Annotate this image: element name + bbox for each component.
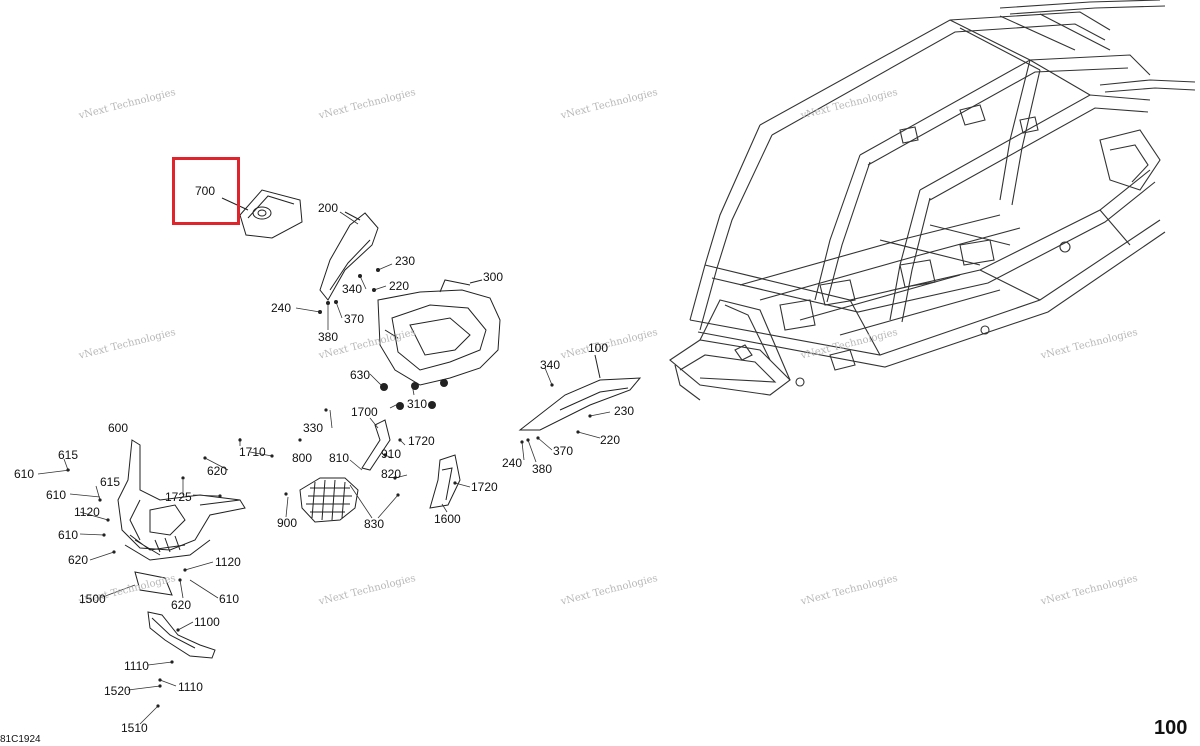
callout-830[interactable]: 830 [364, 517, 385, 531]
callout-600[interactable]: 600 [108, 421, 129, 435]
callout-1520[interactable]: 1520 [104, 684, 131, 698]
callout-620[interactable]: 620 [68, 553, 89, 567]
part-100-drawing [518, 354, 642, 431]
callout-800[interactable]: 800 [292, 451, 313, 465]
callout-1100[interactable]: 1100 [194, 615, 220, 629]
callout-230[interactable]: 230 [395, 254, 416, 268]
callout-910[interactable]: 910 [381, 447, 402, 461]
callout-1700[interactable]: 1700 [351, 405, 378, 419]
page-number: 100 [1154, 717, 1188, 739]
callout-610[interactable]: 610 [219, 592, 240, 606]
callout-900[interactable]: 900 [277, 516, 298, 530]
callout-340[interactable]: 340 [540, 358, 561, 372]
callout-820[interactable]: 820 [381, 467, 402, 481]
callout-610[interactable]: 610 [14, 467, 35, 481]
callout-620[interactable]: 620 [207, 464, 228, 478]
part-1100-drawing [147, 611, 216, 659]
part-1500-drawing [134, 571, 173, 596]
callout-240[interactable]: 240 [271, 301, 292, 315]
callout-700[interactable]: 700 [195, 184, 216, 198]
callout-380[interactable]: 380 [318, 330, 339, 344]
callout-310[interactable]: 310 [407, 397, 428, 411]
callout-1725[interactable]: 1725 [165, 490, 192, 504]
callout-1510[interactable]: 1510 [121, 721, 148, 735]
callout-220[interactable]: 220 [389, 279, 410, 293]
part-800-drawing [299, 477, 359, 523]
callout-610[interactable]: 610 [46, 488, 67, 502]
part-200-drawing [319, 211, 379, 301]
callout-200[interactable]: 200 [318, 201, 339, 215]
callout-340[interactable]: 340 [342, 282, 363, 296]
callout-100[interactable]: 100 [588, 341, 609, 355]
part-700-drawing [221, 189, 303, 239]
callout-615[interactable]: 615 [100, 475, 121, 489]
callout-330[interactable]: 330 [303, 421, 324, 435]
callout-1120[interactable]: 1120 [215, 555, 241, 569]
callout-240[interactable]: 240 [502, 456, 523, 470]
callout-1600[interactable]: 1600 [434, 512, 461, 526]
callout-1720[interactable]: 1720 [408, 434, 435, 448]
callout-230[interactable]: 230 [614, 404, 635, 418]
part-300-drawing [377, 279, 501, 386]
callout-1110[interactable]: 1110 [178, 680, 203, 694]
callout-610[interactable]: 610 [58, 528, 79, 542]
callout-810[interactable]: 810 [329, 451, 350, 465]
callout-370[interactable]: 370 [344, 312, 365, 326]
callout-1710[interactable]: 1710 [239, 445, 266, 459]
leader-lines [37, 211, 611, 725]
callout-615[interactable]: 615 [58, 448, 79, 462]
hardware-dots [66, 268, 592, 708]
drawing-code: 81C1924 [0, 734, 41, 745]
callout-620[interactable]: 620 [171, 598, 192, 612]
callout-1120[interactable]: 1120 [74, 505, 100, 519]
callout-1110[interactable]: 1110 [124, 659, 149, 673]
callout-1500[interactable]: 1500 [79, 592, 106, 606]
callout-370[interactable]: 370 [553, 444, 574, 458]
highlight-box [172, 157, 240, 225]
callout-630[interactable]: 630 [350, 368, 371, 382]
callout-380[interactable]: 380 [532, 462, 553, 476]
callout-220[interactable]: 220 [600, 433, 621, 447]
part-600-drawing [117, 439, 246, 561]
vehicle-frame-drawing [669, 0, 1196, 401]
callout-300[interactable]: 300 [483, 270, 504, 284]
part-1600-drawing [429, 454, 461, 509]
part-1700-drawing [361, 419, 391, 471]
callout-1720[interactable]: 1720 [471, 480, 498, 494]
